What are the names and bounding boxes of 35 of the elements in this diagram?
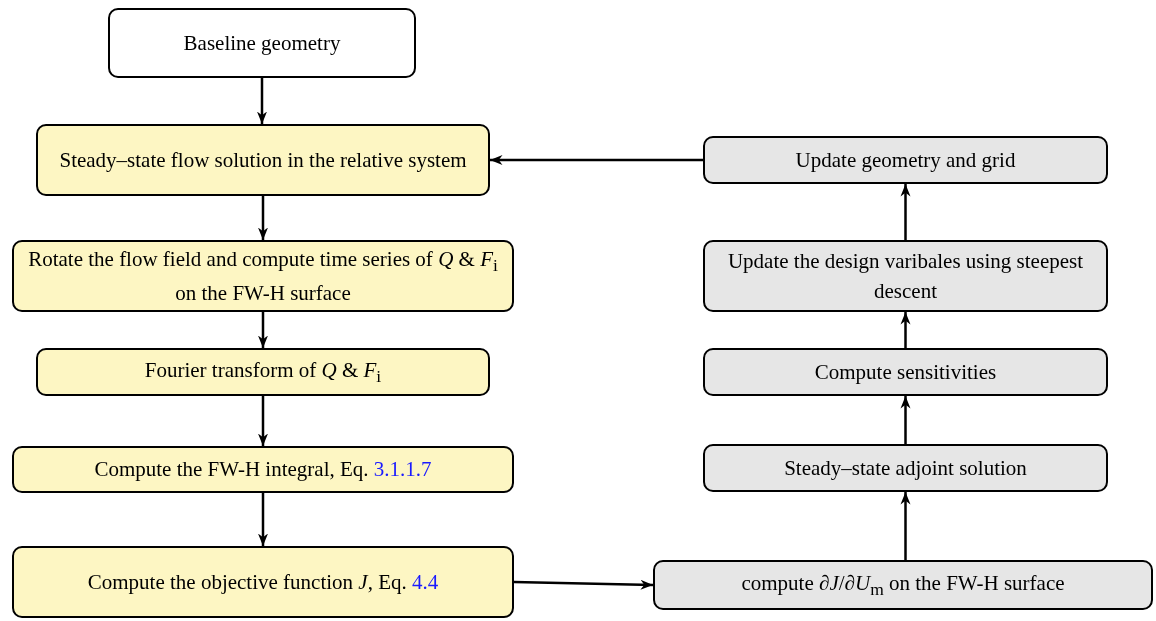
process-box bbox=[12, 240, 514, 312]
process-box bbox=[108, 8, 416, 78]
process-box bbox=[12, 446, 514, 493]
arrow bbox=[258, 196, 268, 240]
box-text: Compute sensitivities bbox=[814, 358, 997, 386]
box-text: Steady–state adjoint solution bbox=[784, 454, 1027, 482]
process-box bbox=[36, 348, 490, 396]
arrow bbox=[900, 184, 911, 240]
process-box bbox=[703, 348, 1108, 396]
arrow bbox=[900, 312, 911, 348]
box-text: Update the design varibales using steepest descent bbox=[726, 247, 1085, 305]
arrow bbox=[258, 312, 268, 348]
process-box bbox=[12, 546, 514, 618]
arrow bbox=[258, 396, 268, 446]
box-text: Compute the FW-H integral, Eq. 3.1.1.7 bbox=[94, 456, 432, 484]
process-box bbox=[703, 136, 1108, 184]
arrow bbox=[513, 579, 654, 590]
arrow bbox=[900, 492, 911, 560]
process-box bbox=[703, 444, 1108, 492]
process-box bbox=[653, 560, 1153, 610]
arrow bbox=[490, 155, 703, 165]
box-text: Rotate the flow field and compute time series of Q & F$_{i}$ on the FW-H surface bbox=[27, 245, 499, 308]
box-text: Compute the objective function J, Eq. 4.4 bbox=[87, 568, 439, 596]
arrow bbox=[900, 396, 911, 444]
box-text: Update geometry and grid bbox=[795, 146, 1016, 174]
box-text: Baseline geometry bbox=[183, 29, 341, 57]
box-text: Fourier transform of Q & F$_{i}$ bbox=[144, 356, 382, 388]
reference-link: 3.1.1.7 bbox=[373, 457, 432, 482]
process-box bbox=[36, 124, 490, 196]
box-text: Steady–state flow solution in the relative system bbox=[59, 146, 467, 174]
reference-link: 4.4 bbox=[412, 569, 439, 594]
process-box bbox=[703, 240, 1108, 312]
arrow bbox=[258, 493, 268, 546]
box-text: compute ∂J/∂U$_{m}$ on the FW-H surface bbox=[741, 569, 1065, 601]
arrow bbox=[257, 78, 267, 124]
